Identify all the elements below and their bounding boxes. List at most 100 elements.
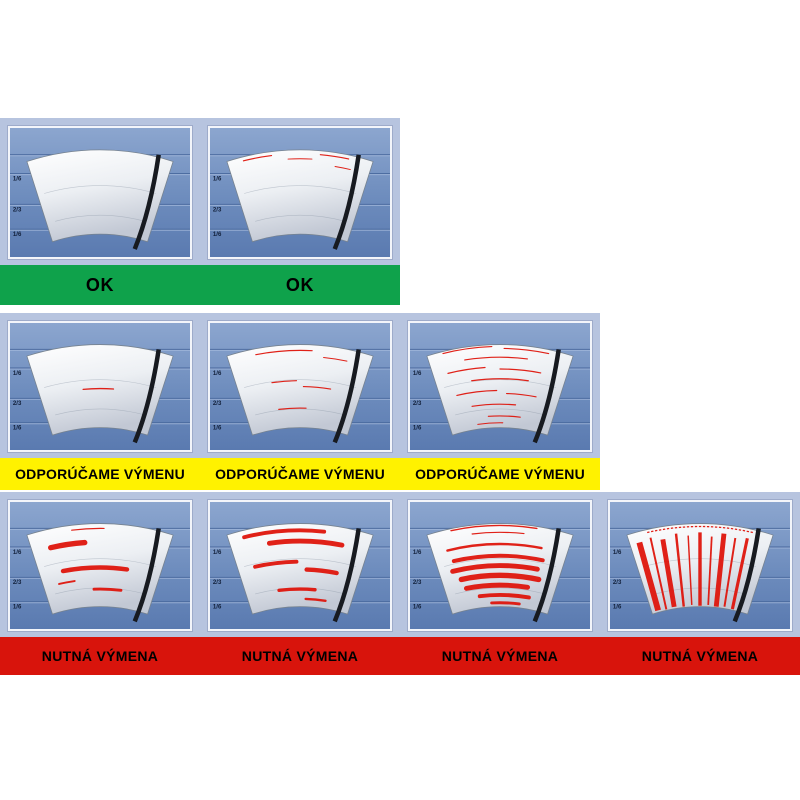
status-label: NUTNÁ VÝMENA: [241, 648, 359, 665]
status-banner: OK: [0, 265, 200, 305]
zone-label: 1/6: [13, 371, 22, 377]
zone-label: 1/6: [213, 550, 222, 556]
wipe-area-fan: [426, 344, 574, 436]
zone-label: 2/3: [13, 401, 22, 407]
status-label: OK: [285, 274, 315, 295]
zone-label: 2/3: [213, 206, 222, 213]
zone-label: 2/3: [213, 580, 222, 586]
zone-label: 1/6: [13, 550, 22, 556]
wear-streaks: [446, 524, 545, 606]
windshield-graphic: 1/62/31/6: [10, 502, 190, 630]
windshield-graphic: 1/62/31/6: [10, 128, 190, 257]
wiper-blade: [332, 154, 361, 250]
status-banner: NUTNÁ VÝMENA: [200, 637, 400, 675]
zone-label: 1/6: [213, 605, 222, 611]
wear-streaks: [82, 387, 115, 390]
wipe-area-fan: [226, 344, 374, 436]
wiper-blade: [532, 349, 561, 444]
windshield-graphic: 1/6 2/3 1/6: [10, 323, 190, 451]
windshield-panel: 1/6 2/3 1/6: [400, 313, 600, 459]
panel-frame: 1/6 2/3 1/6: [208, 126, 392, 259]
zone-label: 2/3: [13, 580, 22, 586]
windshield-panel: 1/6 2/3 1/6: [600, 492, 800, 638]
zone-label: 1/6: [213, 371, 222, 377]
status-banner: NUTNÁ VÝMENA: [0, 637, 200, 675]
zone-label: 1/6: [413, 371, 422, 377]
wiper-blade: [332, 349, 361, 444]
panel-frame: 1/6 2/3 1/6: [408, 500, 592, 632]
wiper-blade: [132, 528, 161, 623]
wipe-area-fan: [226, 149, 374, 243]
zone-label: 1/6: [213, 426, 222, 432]
status-label: ODPORÚČAME VÝMENU: [415, 466, 585, 483]
wear-streaks: [255, 349, 348, 410]
status-banner: NUTNÁ VÝMENA: [600, 637, 800, 675]
zone-label: 2/3: [413, 401, 422, 407]
wipe-area-fan: [26, 344, 174, 436]
zone-label: 2/3: [613, 580, 622, 586]
status-label: ODPORÚČAME VÝMENU: [215, 466, 385, 483]
windshield-panel: 1/6 2/3 1/6: [400, 492, 600, 638]
status-label: ODPORÚČAME VÝMENU: [15, 466, 185, 483]
wipe-area-fan: [26, 149, 174, 243]
zone-label: 1/6: [213, 231, 222, 238]
status-banner: ODPORÚČAME VÝMENU: [200, 458, 400, 490]
panel-frame: 1/6 2/3 1/6: [608, 500, 792, 632]
wear-streaks: [442, 345, 550, 425]
zone-label: 1/6: [613, 550, 622, 556]
zone-label: 1/6: [13, 426, 22, 432]
windshield-panel: 1/6 2/3 1/6: [200, 118, 400, 265]
zone-label: 2/3: [413, 580, 422, 586]
status-label: NUTNÁ VÝMENA: [641, 648, 759, 665]
zone-label: 1/6: [213, 176, 222, 183]
wiper-blade: [532, 528, 561, 623]
wear-streaks: [242, 528, 345, 603]
zone-label: 1/6: [613, 605, 622, 611]
zone-label: 2/3: [13, 206, 22, 213]
wiper-blade: [732, 528, 761, 623]
status-label: OK: [85, 274, 115, 295]
windshield-graphic: 1/6 2/3 1/6: [410, 323, 590, 451]
windshield-graphic: 1/6 2/3 1/6: [410, 502, 590, 630]
wear-streaks: [636, 525, 753, 612]
windshield-graphic: 1/6 2/3 1/6: [210, 502, 390, 630]
status-label: NUTNÁ VÝMENA: [41, 648, 159, 665]
windshield-graphic: 1/62/31/6: [210, 323, 390, 451]
panel-frame: 1/6 2/3 1/6: [408, 321, 592, 453]
zone-label: 1/6: [13, 176, 22, 183]
wiper-blade: [332, 528, 361, 623]
status-banner: NUTNÁ VÝMENA: [400, 637, 600, 675]
zone-label: 1/6: [413, 426, 422, 432]
status-banner: OK: [200, 265, 400, 305]
wiper-blade: [132, 154, 161, 250]
zone-label: 1/6: [413, 605, 422, 611]
panel-frame: 1/6 2/3 1/6: [208, 500, 392, 632]
wear-streaks: [242, 154, 351, 171]
windshield-panel: 1/6 2/3 1/6: [200, 492, 400, 638]
zone-label: 1/6: [413, 550, 422, 556]
top-wear-marks: [647, 525, 753, 534]
windshield-graphic: 1/6 2/3 1/6: [610, 502, 790, 630]
status-banner: ODPORÚČAME VÝMENU: [400, 458, 600, 490]
wiper-blade: [132, 349, 161, 444]
